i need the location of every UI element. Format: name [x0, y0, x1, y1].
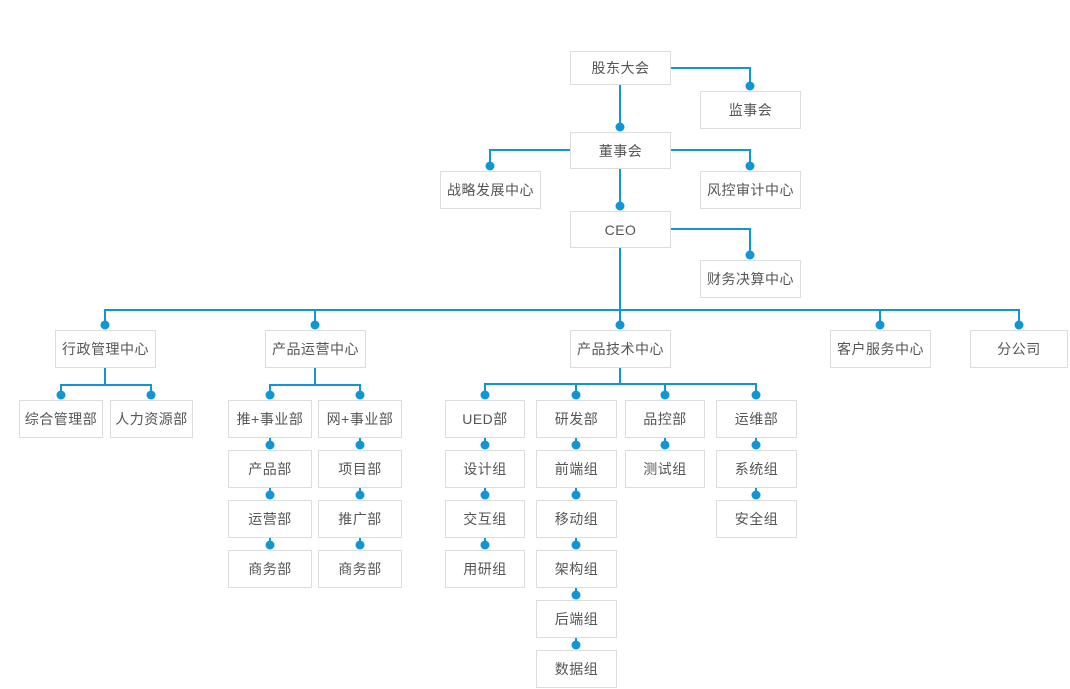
- org-node-operations-dept: 运营部: [228, 500, 312, 538]
- org-node-system-group: 系统组: [716, 450, 797, 488]
- org-node-frontend-group: 前端组: [536, 450, 617, 488]
- org-node-tui-division: 推+事业部: [228, 400, 312, 438]
- connector-dots: [56, 81, 1024, 650]
- org-node-admin-center: 行政管理中心: [55, 330, 156, 368]
- org-node-risk-audit-center: 风控审计中心: [700, 171, 801, 209]
- org-node-backend-group: 后端组: [536, 600, 617, 638]
- org-node-wang-division: 网+事业部: [318, 400, 402, 438]
- org-node-branch: 分公司: [970, 330, 1068, 368]
- org-node-testing-group: 测试组: [625, 450, 705, 488]
- org-node-architecture-group: 架构组: [536, 550, 617, 588]
- org-node-hr-dept: 人力资源部: [110, 400, 193, 438]
- org-node-customer-service-center: 客户服务中心: [830, 330, 931, 368]
- org-node-finance-center: 财务决算中心: [700, 260, 801, 298]
- org-node-strategy-center: 战略发展中心: [440, 171, 541, 209]
- org-node-project-dept: 项目部: [318, 450, 402, 488]
- org-node-design-group: 设计组: [445, 450, 525, 488]
- org-node-board: 董事会: [570, 132, 671, 169]
- org-node-product-tech-center: 产品技术中心: [570, 330, 671, 368]
- org-node-ceo: CEO: [570, 211, 671, 248]
- org-node-promotion-dept: 推广部: [318, 500, 402, 538]
- org-node-interaction-group: 交互组: [445, 500, 525, 538]
- org-node-security-group: 安全组: [716, 500, 797, 538]
- org-node-data-group: 数据组: [536, 650, 617, 688]
- org-node-shareholders: 股东大会: [570, 51, 671, 85]
- org-node-mobile-group: 移动组: [536, 500, 617, 538]
- org-node-general-mgmt-dept: 综合管理部: [19, 400, 103, 438]
- org-node-business-dept-2: 商务部: [318, 550, 402, 588]
- org-node-user-research-group: 用研组: [445, 550, 525, 588]
- org-node-product-ops-center: 产品运营中心: [265, 330, 366, 368]
- org-node-maintenance-dept: 运维部: [716, 400, 797, 438]
- org-node-rnd-dept: 研发部: [536, 400, 617, 438]
- org-node-ued-dept: UED部: [445, 400, 525, 438]
- org-node-business-dept-1: 商务部: [228, 550, 312, 588]
- org-node-qc-dept: 品控部: [625, 400, 705, 438]
- org-node-product-dept: 产品部: [228, 450, 312, 488]
- org-node-supervisory: 监事会: [700, 91, 801, 129]
